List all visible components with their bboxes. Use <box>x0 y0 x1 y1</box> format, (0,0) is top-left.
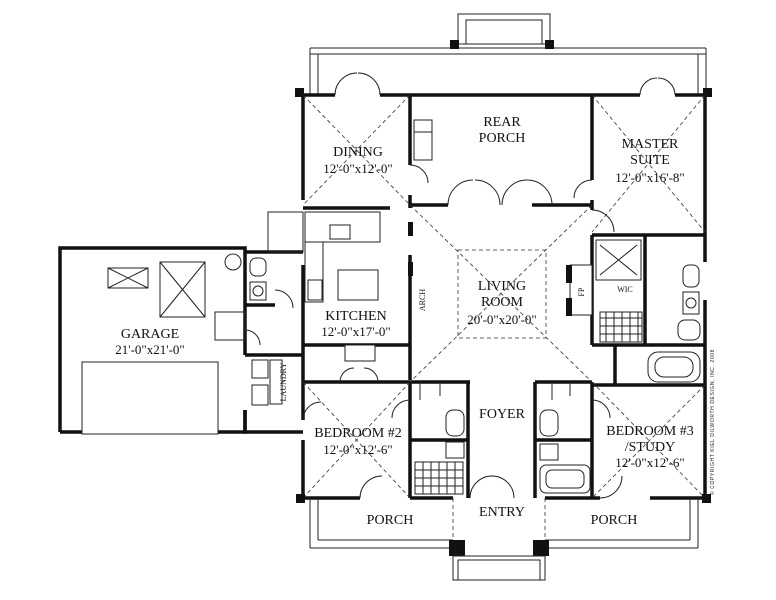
ceiling-lines <box>302 94 706 580</box>
garage-name: GARAGE <box>121 327 179 342</box>
dining-size: 12'-0"x12'-0" <box>323 161 392 176</box>
doors <box>302 72 676 499</box>
kitchen-size: 12'-0"x17'-0" <box>321 324 390 339</box>
room-label-master-suite: MASTER SUITE 12'-0"x16'-8" <box>615 137 684 185</box>
room-label-bedroom-3: BEDROOM #3 /STUDY 12'-0"x12'-6" <box>606 424 694 470</box>
porch-left-label: PORCH <box>367 513 414 528</box>
room-label-kitchen: KITCHEN 12'-0"x17'-0" <box>321 309 390 339</box>
master-suite-size: 12'-0"x16'-8" <box>615 170 684 185</box>
bedroom-3-name-line2: /STUDY <box>625 440 676 455</box>
bedroom-2-name: BEDROOM #2 <box>314 426 402 441</box>
entry-label: ENTRY <box>479 505 525 520</box>
arch-label: ARCH <box>418 289 427 311</box>
porch-right-label: PORCH <box>591 513 638 528</box>
foyer-label: FOYER <box>479 407 526 422</box>
bedroom-2-size: 12'-0"x12'-6" <box>323 442 392 457</box>
fireplace-label: FP <box>577 287 586 296</box>
room-label-garage: GARAGE 21'-0"x21'-0" <box>115 327 184 357</box>
living-room-size: 20'-0"x20'-0" <box>467 312 536 327</box>
rear-porch-name-line2: PORCH <box>479 131 526 146</box>
bedroom-3-size: 12'-0"x12'-6" <box>615 455 684 470</box>
front-porch-structure <box>296 494 711 581</box>
garage-structure <box>58 246 247 435</box>
interior-walls <box>303 95 705 498</box>
wic-label: WIC <box>617 285 633 294</box>
laundry-label: LAUNDRY <box>279 362 288 401</box>
bedroom-3-name-line1: BEDROOM #3 <box>606 424 694 439</box>
copyright-text: © COPYRIGHT KIEL DILWORTH DESIGN, INC. 2… <box>709 349 716 495</box>
rear-porch-name-line1: REAR <box>483 115 521 130</box>
room-label-rear-porch: REAR PORCH <box>479 115 526 146</box>
dining-name: DINING <box>333 145 383 160</box>
master-suite-name-line2: SUITE <box>630 153 670 168</box>
room-label-bedroom-2: BEDROOM #2 12'-0"x12'-6" <box>314 426 402 457</box>
living-room-name-line1: LIVING <box>478 279 526 294</box>
room-label-dining: DINING 12'-0"x12'-0" <box>323 145 392 176</box>
master-suite-name-line1: MASTER <box>622 137 679 152</box>
kitchen-name: KITCHEN <box>325 309 386 324</box>
fixtures <box>304 119 701 495</box>
rear-porch-structure <box>295 13 712 97</box>
garage-size: 21'-0"x21'-0" <box>115 342 184 357</box>
laundry-link <box>243 211 304 434</box>
room-label-living-room: LIVING ROOM 20'-0"x20'-0" <box>467 279 536 327</box>
living-room-name-line2: ROOM <box>481 295 524 310</box>
